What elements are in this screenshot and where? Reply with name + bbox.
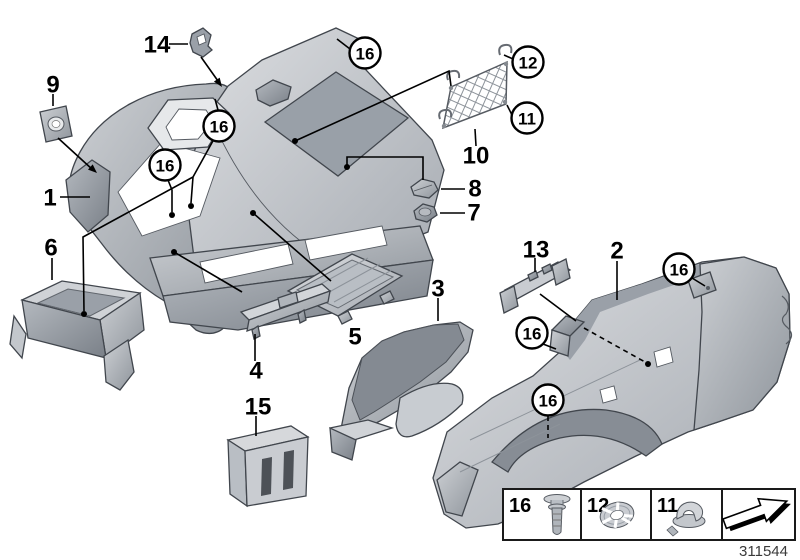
leader-line xyxy=(346,156,424,180)
callout-label-2[interactable]: 2 xyxy=(610,238,623,265)
clip-mount-bracket xyxy=(255,79,292,107)
net-hook xyxy=(446,69,461,81)
circled-callout-16-b[interactable]: 16 xyxy=(202,109,236,143)
leader-line xyxy=(190,176,194,204)
part-6-storage-bin xyxy=(9,280,145,391)
mount-point-dot xyxy=(81,311,87,317)
direction-arrow-icon xyxy=(721,497,791,532)
part-1-lateral-trim-panel-left xyxy=(65,27,445,334)
circled-callout-text: 16 xyxy=(156,157,175,176)
callout-label-9[interactable]: 9 xyxy=(46,72,59,99)
callout-label-4[interactable]: 4 xyxy=(249,358,263,385)
circled-callout-text: 16 xyxy=(670,261,689,280)
clamp-grommet-icon xyxy=(666,501,706,537)
part-9-grommet xyxy=(39,105,73,143)
legend-cell-16[interactable]: 16 xyxy=(509,494,571,535)
expanding-rivet-icon xyxy=(543,494,571,535)
legend-cell-arrow[interactable] xyxy=(721,489,795,539)
callout-label-15[interactable]: 15 xyxy=(245,394,272,421)
leader-line xyxy=(82,176,194,312)
circled-callout-text: 11 xyxy=(518,110,536,129)
leader-line xyxy=(542,343,557,350)
leader-line xyxy=(691,277,706,287)
part-3-partition-trim xyxy=(329,321,474,461)
net-hook xyxy=(498,43,513,56)
callout-label-10[interactable]: 10 xyxy=(463,143,490,170)
mount-point-dot xyxy=(645,361,651,367)
part-7-clip xyxy=(413,203,438,223)
fastener-legend-table: 16 12 11 xyxy=(502,488,796,541)
callout-label-13[interactable]: 13 xyxy=(523,237,550,264)
circled-callout-16-f[interactable]: 16 xyxy=(531,383,565,417)
legend-cell-12[interactable]: 12 xyxy=(587,495,637,531)
circled-callout-16-c[interactable]: 16 xyxy=(148,148,182,182)
circled-callout-16-a[interactable]: 16 xyxy=(348,36,382,70)
arrowhead xyxy=(88,164,97,173)
leader-line xyxy=(336,38,351,50)
part-15-foam-block xyxy=(226,425,310,508)
leader-line xyxy=(200,56,219,82)
part-4-sill-strip xyxy=(239,283,332,340)
callout-label-8[interactable]: 8 xyxy=(468,176,481,203)
arrowhead xyxy=(213,77,222,87)
mount-point-dot xyxy=(250,210,256,216)
mount-point-dot xyxy=(171,249,177,255)
part-14-retainer-clip xyxy=(189,27,213,58)
callout-label-5[interactable]: 5 xyxy=(348,324,361,351)
leader-line xyxy=(252,212,332,282)
leader-lines xyxy=(51,38,706,438)
circled-callout-16-d[interactable]: 16 xyxy=(662,252,696,286)
legend-cell-number: 11 xyxy=(657,495,678,517)
leader-line xyxy=(167,179,173,212)
leader-line xyxy=(294,69,452,142)
circled-callout-text: 16 xyxy=(210,118,229,137)
leader-line xyxy=(539,293,577,322)
mount-point-dot xyxy=(169,212,175,218)
wheel-arch-recess xyxy=(491,408,663,473)
callout-label-3[interactable]: 3 xyxy=(431,276,444,303)
circled-callout-text: 16 xyxy=(539,392,558,411)
lock-washer-icon xyxy=(599,501,635,529)
leader-line xyxy=(57,137,94,171)
leader-line xyxy=(474,128,477,147)
circled-callout-text: 16 xyxy=(356,45,375,64)
callout-label-14[interactable]: 14 xyxy=(144,32,171,59)
drawing-number: 311544 xyxy=(739,543,788,560)
leader-line xyxy=(214,98,219,111)
circled-callout-12[interactable]: 12 xyxy=(511,45,545,79)
part-8-cover-cap xyxy=(410,178,439,199)
circled-callout-11[interactable]: 11 xyxy=(510,101,544,135)
mount-point-dot xyxy=(344,164,350,170)
callout-label-7[interactable]: 7 xyxy=(467,200,480,227)
part-10-luggage-net xyxy=(438,43,513,130)
part-13-mounting-bracket xyxy=(499,258,572,314)
circled-callout-text: 16 xyxy=(523,325,542,344)
callout-label-6[interactable]: 6 xyxy=(44,235,57,262)
net-mesh xyxy=(442,60,508,130)
leader-line-dashed xyxy=(583,327,646,363)
callout-label-1[interactable]: 1 xyxy=(43,185,56,212)
leader-line xyxy=(192,138,215,178)
legend-cell-number: 16 xyxy=(509,495,531,517)
leader-line xyxy=(503,54,514,60)
mount-point-dot xyxy=(188,203,194,209)
net-hook xyxy=(438,108,453,120)
circled-callout-16-e[interactable]: 16 xyxy=(515,316,549,350)
mount-point-dot xyxy=(292,138,298,144)
legend-cell-11[interactable]: 11 xyxy=(657,495,706,537)
leader-line xyxy=(173,251,243,293)
circled-callout-text: 12 xyxy=(519,54,538,73)
